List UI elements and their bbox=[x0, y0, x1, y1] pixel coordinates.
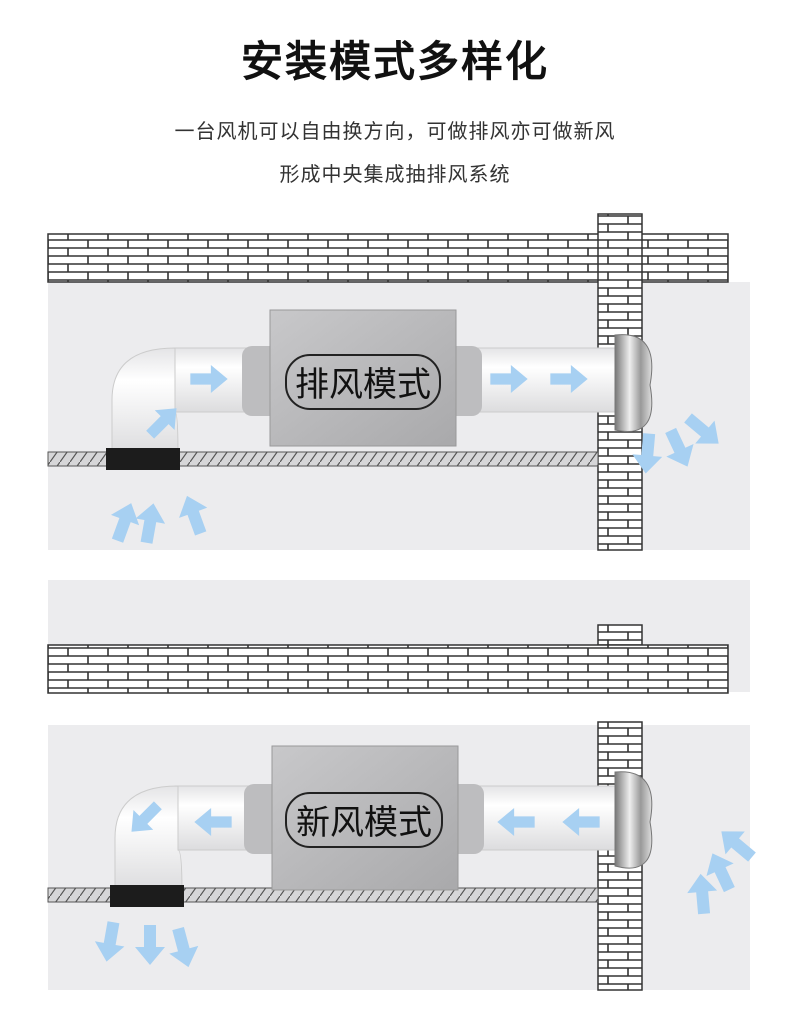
subtitle-line-2: 形成中央集成抽排风系统 bbox=[279, 162, 511, 186]
wall-vent-cap bbox=[614, 334, 653, 432]
fresh-air-mode-diagram: 新风模式 bbox=[47, 721, 762, 991]
mode-label-frame bbox=[285, 792, 443, 848]
wall-vent-cap bbox=[614, 771, 653, 869]
floor-slab bbox=[47, 451, 599, 467]
ceiling-grille-collar bbox=[110, 885, 184, 907]
ceiling-grille-collar bbox=[106, 448, 180, 470]
subtitle-line-1: 一台风机可以自由换方向，可做排风亦可做新风 bbox=[174, 119, 616, 143]
brick-ceiling bbox=[47, 644, 729, 694]
exhaust-mode-label: 排风模式 bbox=[295, 365, 431, 405]
elbow-pipe bbox=[114, 785, 183, 893]
mode-label-frame bbox=[285, 354, 441, 410]
wall-section-diagram bbox=[47, 580, 750, 694]
fan-box bbox=[271, 745, 459, 891]
fan-box bbox=[269, 309, 457, 447]
page-title: 安装模式多样化 bbox=[240, 37, 549, 86]
exhaust-mode-diagram: 排风模式 bbox=[47, 213, 750, 551]
fresh-air-mode-label: 新风模式 bbox=[296, 803, 432, 843]
